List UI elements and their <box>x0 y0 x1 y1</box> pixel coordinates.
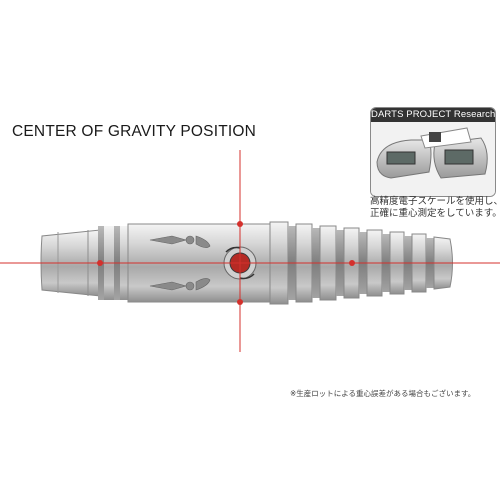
research-panel: DARTS PROJECT Research <box>370 107 496 197</box>
caption-line: 高精度電子スケールを使用し、 <box>370 196 500 207</box>
cog-marker-top <box>237 221 243 227</box>
research-caption: 高精度電子スケールを使用し、 正確に重心測定をしています。 <box>370 196 500 220</box>
cog-marker-left <box>97 260 103 266</box>
digital-scale-icon <box>371 122 495 196</box>
page-title: CENTER OF GRAVITY POSITION <box>12 123 257 140</box>
caption-line: 正確に重心測定をしています。 <box>370 208 500 219</box>
center-of-gravity-crosshair <box>0 150 500 352</box>
cog-marker-bottom <box>237 299 243 305</box>
decorative-cuts <box>149 235 211 291</box>
footnote: ※生産ロットによる重心誤差がある場合もございます。 <box>290 389 476 398</box>
research-panel-header: DARTS PROJECT Research <box>371 108 496 122</box>
cog-marker-right <box>349 260 355 266</box>
